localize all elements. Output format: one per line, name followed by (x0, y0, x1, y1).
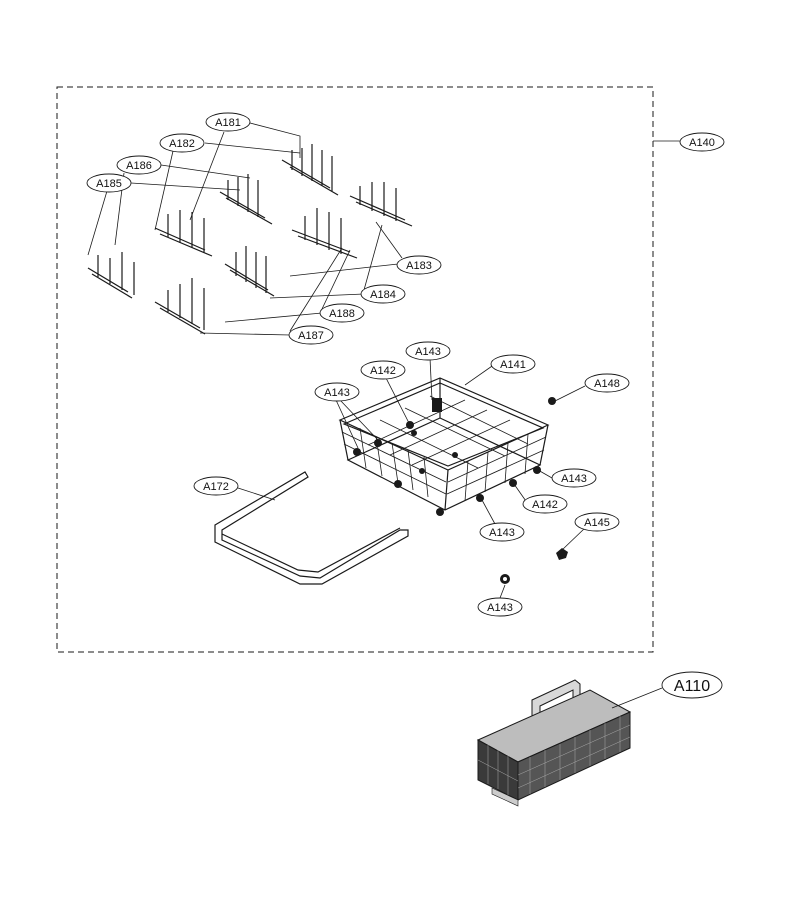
callout-a183: A183 (396, 255, 442, 275)
callout-a143-right: A143 (551, 468, 597, 488)
callout-label-a140: A140 (689, 137, 715, 149)
clip-a145 (556, 548, 568, 560)
callout-a143-bottom: A143 (477, 597, 523, 617)
callout-label-a148: A148 (594, 378, 620, 390)
callout-label-a110: A110 (674, 678, 710, 695)
callout-a181: A181 (205, 112, 251, 132)
callout-a142-right: A142 (522, 494, 568, 514)
callout-label-a143-right: A143 (561, 473, 587, 485)
callout-label-a141: A141 (500, 359, 526, 371)
tine-row-a182 (219, 174, 273, 225)
callout-a142-top: A142 (360, 360, 406, 380)
callout-label-a184: A184 (370, 289, 396, 301)
callout-label-a185: A185 (96, 178, 122, 190)
tine-row-a181 (281, 144, 339, 196)
cutlery-basket-a110 (476, 679, 632, 807)
lower-rack-a141 (338, 377, 556, 516)
tine-row-a185 (87, 252, 135, 299)
callout-label-a142-top: A142 (370, 365, 396, 377)
callout-label-a143-top: A143 (415, 346, 441, 358)
callout-a140: A140 (679, 132, 725, 152)
callout-label-a187: A187 (298, 330, 324, 342)
callout-a145: A145 (574, 512, 620, 532)
callout-a186: A186 (116, 155, 162, 175)
callout-a143-mid: A143 (479, 522, 525, 542)
callout-a188: A188 (319, 303, 365, 323)
callout-label-a183: A183 (406, 260, 432, 272)
callout-label-a186: A186 (126, 160, 152, 172)
rail-a172 (214, 471, 409, 585)
tine-row-a184 (291, 208, 358, 259)
callout-label-a181: A181 (215, 117, 241, 129)
callout-a184: A184 (360, 284, 406, 304)
callout-a110: A110 (661, 671, 723, 699)
callout-label-a143-left: A143 (324, 387, 350, 399)
callout-a187: A187 (288, 325, 334, 345)
callout-label-a143-mid: A143 (489, 527, 515, 539)
loose-wheel-a143 (500, 574, 510, 584)
callout-a172: A172 (193, 476, 239, 496)
callout-a143-top: A143 (405, 341, 451, 361)
callout-label-a172: A172 (203, 481, 229, 493)
callout-a182: A182 (159, 133, 205, 153)
tine-row-a187 (154, 278, 206, 335)
callout-label-a142-right: A142 (532, 499, 558, 511)
callout-label-a145: A145 (584, 517, 610, 529)
callout-a148: A148 (584, 373, 630, 393)
tine-row-a186 (154, 210, 213, 257)
callout-label-a182: A182 (169, 138, 195, 150)
callout-label-a188: A188 (329, 308, 355, 320)
tine-row-a183 (349, 182, 413, 227)
callout-a185: A185 (86, 173, 132, 193)
tine-rows (87, 144, 413, 335)
callout-label-a143-bottom: A143 (487, 602, 513, 614)
callout-a141: A141 (490, 354, 536, 374)
callout-a143-left: A143 (314, 382, 360, 402)
tine-row-a188 (224, 246, 275, 297)
leader-lines (87, 122, 663, 709)
